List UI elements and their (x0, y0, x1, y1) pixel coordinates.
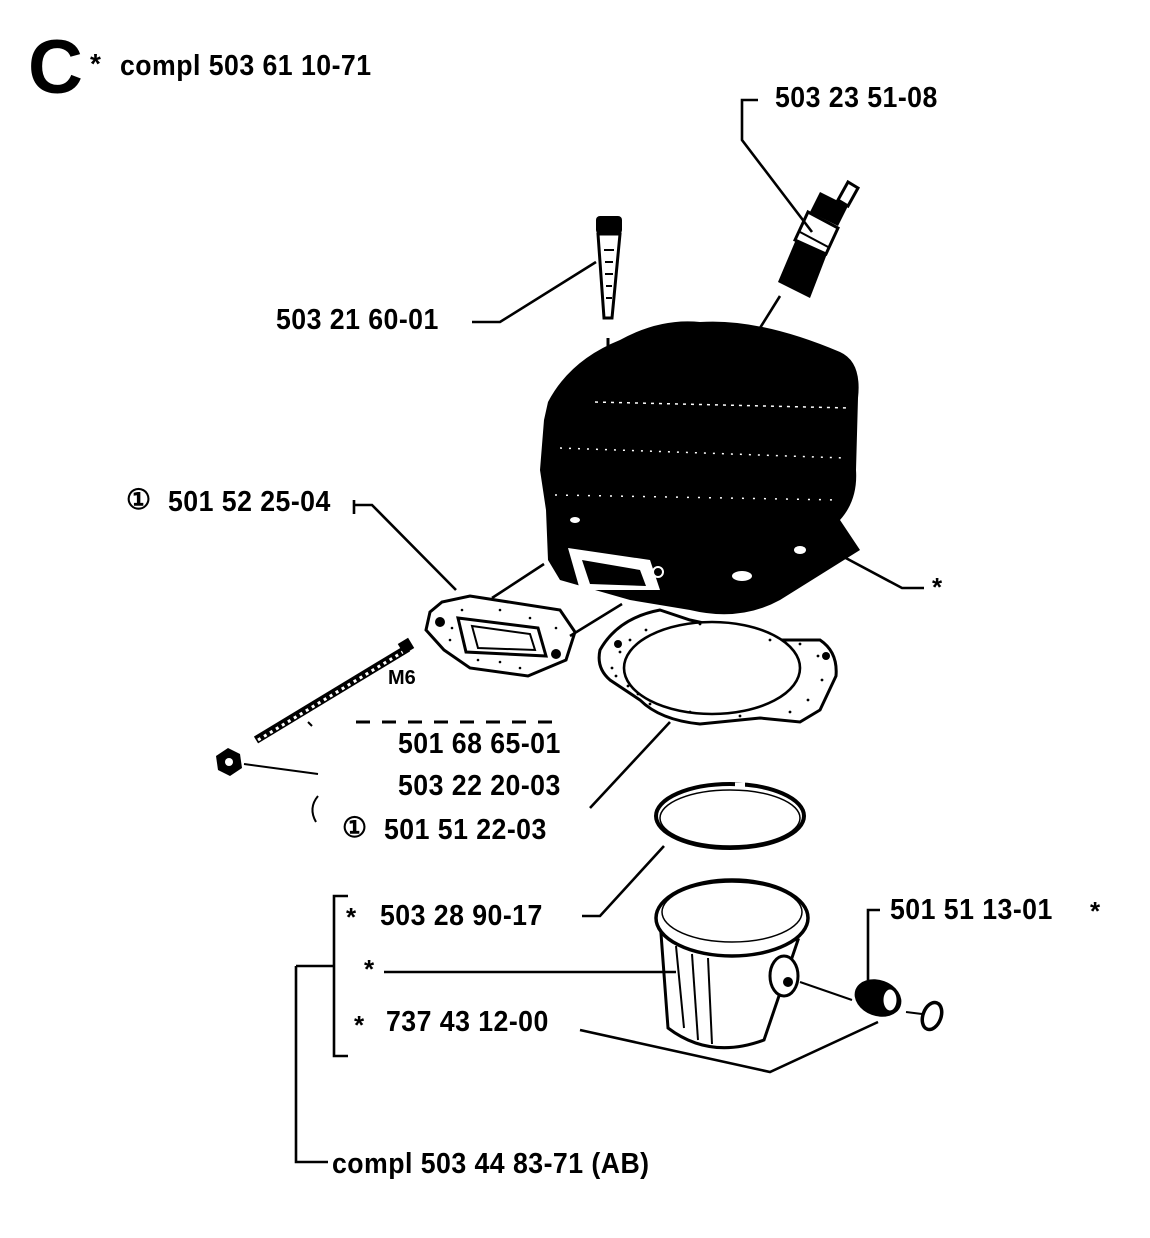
cylinder-gasket[interactable] (597, 608, 838, 726)
cylinder[interactable] (540, 321, 860, 615)
piston-assembly-bracket (332, 894, 348, 1058)
header-star: * (90, 48, 101, 79)
stud[interactable] (253, 637, 415, 744)
piston-star-marker: * (364, 954, 375, 984)
cylinder-star-leader (841, 554, 924, 590)
piston-ring-leader (582, 845, 665, 918)
piston-ring[interactable] (654, 782, 806, 850)
label-stud[interactable]: 501 68 65-01 (398, 728, 561, 760)
exhaust-gasket[interactable] (424, 594, 577, 678)
cylinder-gasket-leader (589, 721, 671, 809)
assembly-title: compl 503 61 10-71 (120, 50, 372, 82)
label-circlip[interactable]: 501 51 13-01 (890, 894, 1053, 926)
pin-star-marker: * (354, 1010, 365, 1040)
label-cylinder-screw[interactable]: 503 21 60-01 (276, 304, 439, 336)
label-nut[interactable]: 503 22 20-03 (398, 770, 561, 802)
label-piston-pin[interactable]: 737 43 12-00 (386, 1006, 549, 1038)
circlip[interactable] (919, 1000, 945, 1032)
circled-one-marker: ① (126, 484, 152, 515)
label-piston-assembly[interactable]: compl 503 44 83-71 (AB) (332, 1148, 650, 1180)
section-letter: C (28, 25, 83, 110)
ring-star-marker: * (346, 902, 357, 932)
label-spark-plug[interactable]: 503 23 51-08 (775, 82, 938, 114)
exhaust-gasket-leader (352, 500, 457, 591)
circlip-star-marker: * (1090, 896, 1101, 926)
label-exhaust-gasket[interactable]: 501 52 25-04 (168, 486, 331, 518)
piston-pin-leader (579, 1020, 879, 1074)
spark-plug[interactable] (778, 179, 861, 298)
cylinder-bolt-leader (472, 260, 597, 324)
cylinder-bolt[interactable] (596, 216, 622, 366)
piston-pin[interactable] (849, 973, 906, 1023)
label-thread-m6: M6 (388, 667, 416, 689)
circled-one-marker-2: ① (342, 812, 368, 843)
label-cylinder-gasket[interactable]: 501 51 22-03 (384, 814, 547, 846)
piston[interactable] (654, 878, 810, 1050)
circlip-leader (866, 908, 880, 980)
nut[interactable] (216, 748, 242, 776)
spark-plug-leader (740, 98, 814, 233)
cylinder-star-marker: * (932, 572, 943, 602)
label-piston-ring[interactable]: 503 28 90-17 (380, 900, 543, 932)
